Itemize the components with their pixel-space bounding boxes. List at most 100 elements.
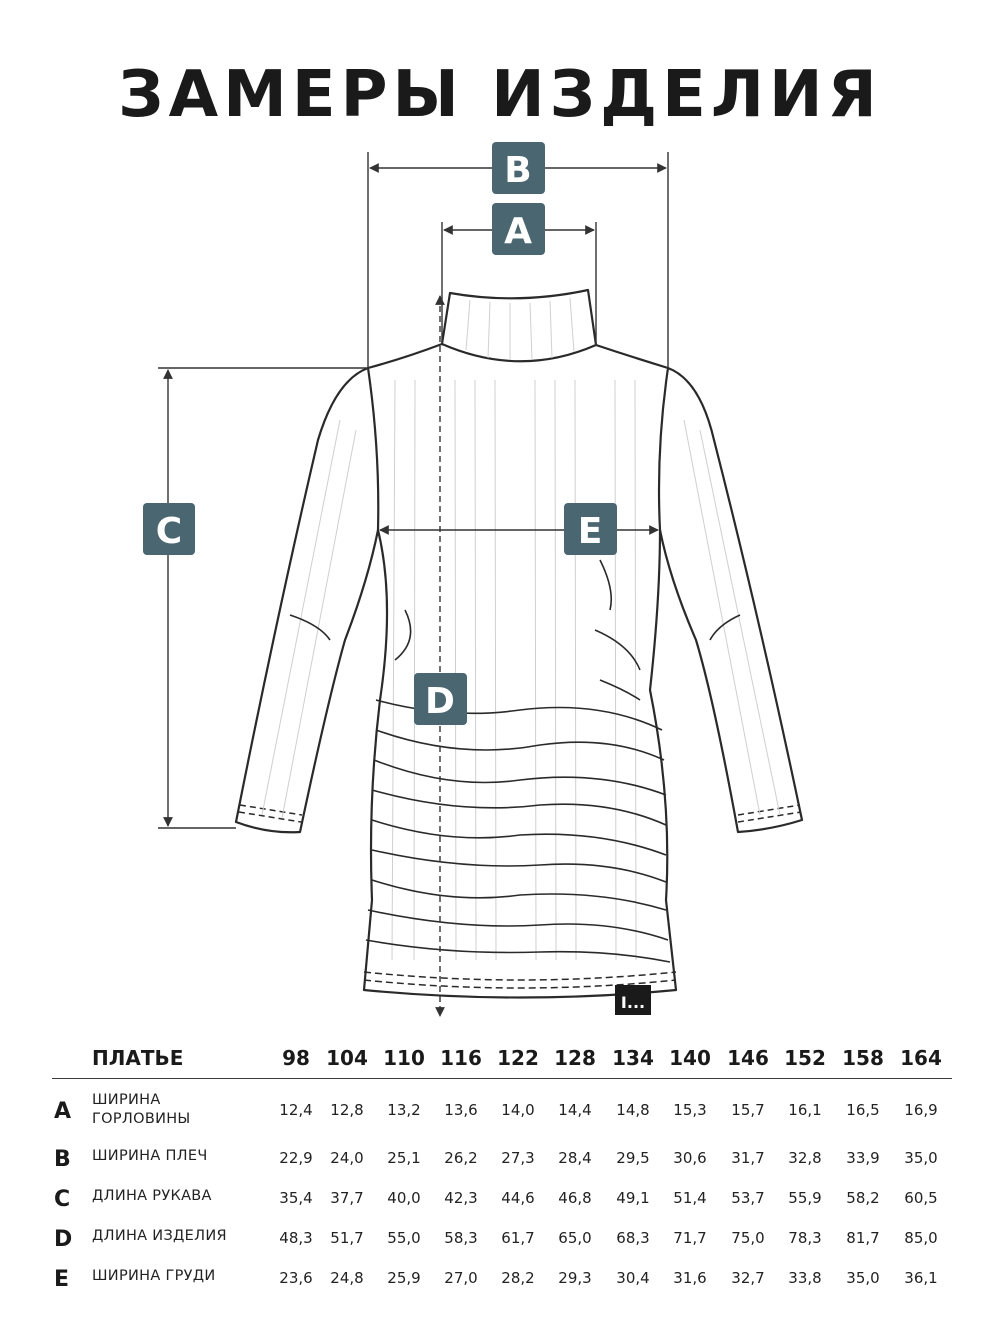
- marker-a: A: [492, 203, 545, 255]
- table-row: B ШИРИНА ПЛЕЧ 22,9 24,0 25,1 26,2 27,3 28,4 29,5…: [52, 1137, 952, 1177]
- table-cell: 58,3: [444, 1229, 478, 1247]
- table-cell: 25,1: [387, 1149, 421, 1167]
- table-cell: 16,9: [904, 1101, 938, 1119]
- table-cell: 30,4: [616, 1269, 650, 1287]
- table-cell: 55,0: [387, 1229, 421, 1247]
- table-cell: 25,9: [387, 1269, 421, 1287]
- gather-lines: [289, 559, 741, 963]
- brand-label: I...: [615, 985, 651, 1015]
- table-cell: 28,4: [558, 1149, 592, 1167]
- table-cell: 71,7: [673, 1229, 707, 1247]
- table-cell: 51,4: [673, 1189, 707, 1207]
- table-cell: 85,0: [904, 1229, 938, 1247]
- svg-text:B: B: [504, 150, 531, 191]
- table-cell: 42,3: [444, 1189, 478, 1207]
- table-cell: 12,4: [279, 1101, 313, 1119]
- row-letter: B: [54, 1147, 71, 1172]
- hem-stitch: [363, 971, 677, 981]
- dress-outline: [234, 288, 804, 999]
- table-cell: 78,3: [788, 1229, 822, 1247]
- table-cell: 14,8: [616, 1101, 650, 1119]
- table-cell: 58,2: [846, 1189, 880, 1207]
- table-cell: 68,3: [616, 1229, 650, 1247]
- table-cell: 37,7: [330, 1189, 364, 1207]
- table-cell: 36,1: [904, 1269, 938, 1287]
- table-cell: 15,3: [673, 1101, 707, 1119]
- table-cell: 31,7: [731, 1149, 765, 1167]
- size-header: 134: [612, 1046, 654, 1070]
- row-label: ДЛИНА РУКАВА: [92, 1188, 212, 1204]
- marker-b: B: [492, 142, 545, 194]
- table-cell: 16,5: [846, 1101, 880, 1119]
- cuff-stitch-right: [737, 804, 802, 823]
- size-header: 152: [784, 1046, 826, 1070]
- table-cell: 35,4: [279, 1189, 313, 1207]
- page-title: ЗАМЕРЫ ИЗДЕЛИЯ: [118, 58, 882, 132]
- table-cell: 15,7: [731, 1101, 765, 1119]
- table-cell: 55,9: [788, 1189, 822, 1207]
- table-cell: 13,6: [444, 1101, 478, 1119]
- table-cell: 14,4: [558, 1101, 592, 1119]
- svg-text:E: E: [578, 511, 603, 552]
- table-cell: 49,1: [616, 1189, 650, 1207]
- table-cell: 61,7: [501, 1229, 535, 1247]
- ribbing: [261, 297, 781, 961]
- svg-text:D: D: [425, 681, 455, 722]
- size-header: 104: [326, 1046, 368, 1070]
- table-cell: 35,0: [904, 1149, 938, 1167]
- row-letter: D: [54, 1227, 73, 1252]
- table-header: ПЛАТЬЕ 98 104 110 116 122 128 134 140 14…: [52, 1040, 952, 1079]
- table-cell: 33,9: [846, 1149, 880, 1167]
- table-cell: 60,5: [904, 1189, 938, 1207]
- size-header: 110: [383, 1046, 425, 1070]
- table-cell: 32,7: [731, 1269, 765, 1287]
- table-cell: 48,3: [279, 1229, 313, 1247]
- table-cell: 40,0: [387, 1189, 421, 1207]
- size-header: 122: [497, 1046, 539, 1070]
- table-cell: 16,1: [788, 1101, 822, 1119]
- table-cell: 27,3: [501, 1149, 535, 1167]
- table-cell: 24,0: [330, 1149, 364, 1167]
- size-header: 98: [282, 1046, 310, 1070]
- table-cell: 31,6: [673, 1269, 707, 1287]
- svg-text:A: A: [504, 211, 532, 252]
- table-cell: 26,2: [444, 1149, 478, 1167]
- row-label: ШИРИНА ПЛЕЧ: [92, 1148, 208, 1164]
- row-label: ДЛИНА ИЗДЕЛИЯ: [92, 1228, 227, 1244]
- collar: [440, 288, 598, 363]
- size-header: 116: [440, 1046, 482, 1070]
- table-cell: 44,6: [501, 1189, 535, 1207]
- dress-body: [362, 342, 678, 999]
- right-sleeve: [658, 366, 804, 834]
- row-label: ШИРИНА ГОРЛОВИНЫ: [92, 1092, 191, 1127]
- table-cell: 28,2: [501, 1269, 535, 1287]
- svg-text:C: C: [156, 511, 182, 552]
- table-cell: 23,6: [279, 1269, 313, 1287]
- marker-c: C: [143, 503, 195, 555]
- row-letter: A: [54, 1099, 72, 1124]
- table-cell: 75,0: [731, 1229, 765, 1247]
- table-cell: 24,8: [330, 1269, 364, 1287]
- size-header: 158: [842, 1046, 884, 1070]
- table-cell: 29,3: [558, 1269, 592, 1287]
- brand-label-text: I...: [621, 993, 645, 1012]
- table-cell: 14,0: [501, 1101, 535, 1119]
- table-cell: 29,5: [616, 1149, 650, 1167]
- table-cell: 32,8: [788, 1149, 822, 1167]
- table-cell: 13,2: [387, 1101, 421, 1119]
- table-cell: 81,7: [846, 1229, 880, 1247]
- table-header-product: ПЛАТЬЕ: [92, 1046, 184, 1070]
- cuff-stitch-left: [238, 804, 303, 823]
- row-label: ШИРИНА ГРУДИ: [92, 1268, 216, 1284]
- marker-e: E: [564, 503, 617, 555]
- size-header: 140: [669, 1046, 711, 1070]
- size-table: ПЛАТЬЕ 98 104 110 116 122 128 134 140 14…: [52, 1040, 952, 1297]
- size-header: 146: [727, 1046, 769, 1070]
- size-header: 164: [900, 1046, 942, 1070]
- table-cell: 53,7: [731, 1189, 765, 1207]
- table-cell: 22,9: [279, 1149, 313, 1167]
